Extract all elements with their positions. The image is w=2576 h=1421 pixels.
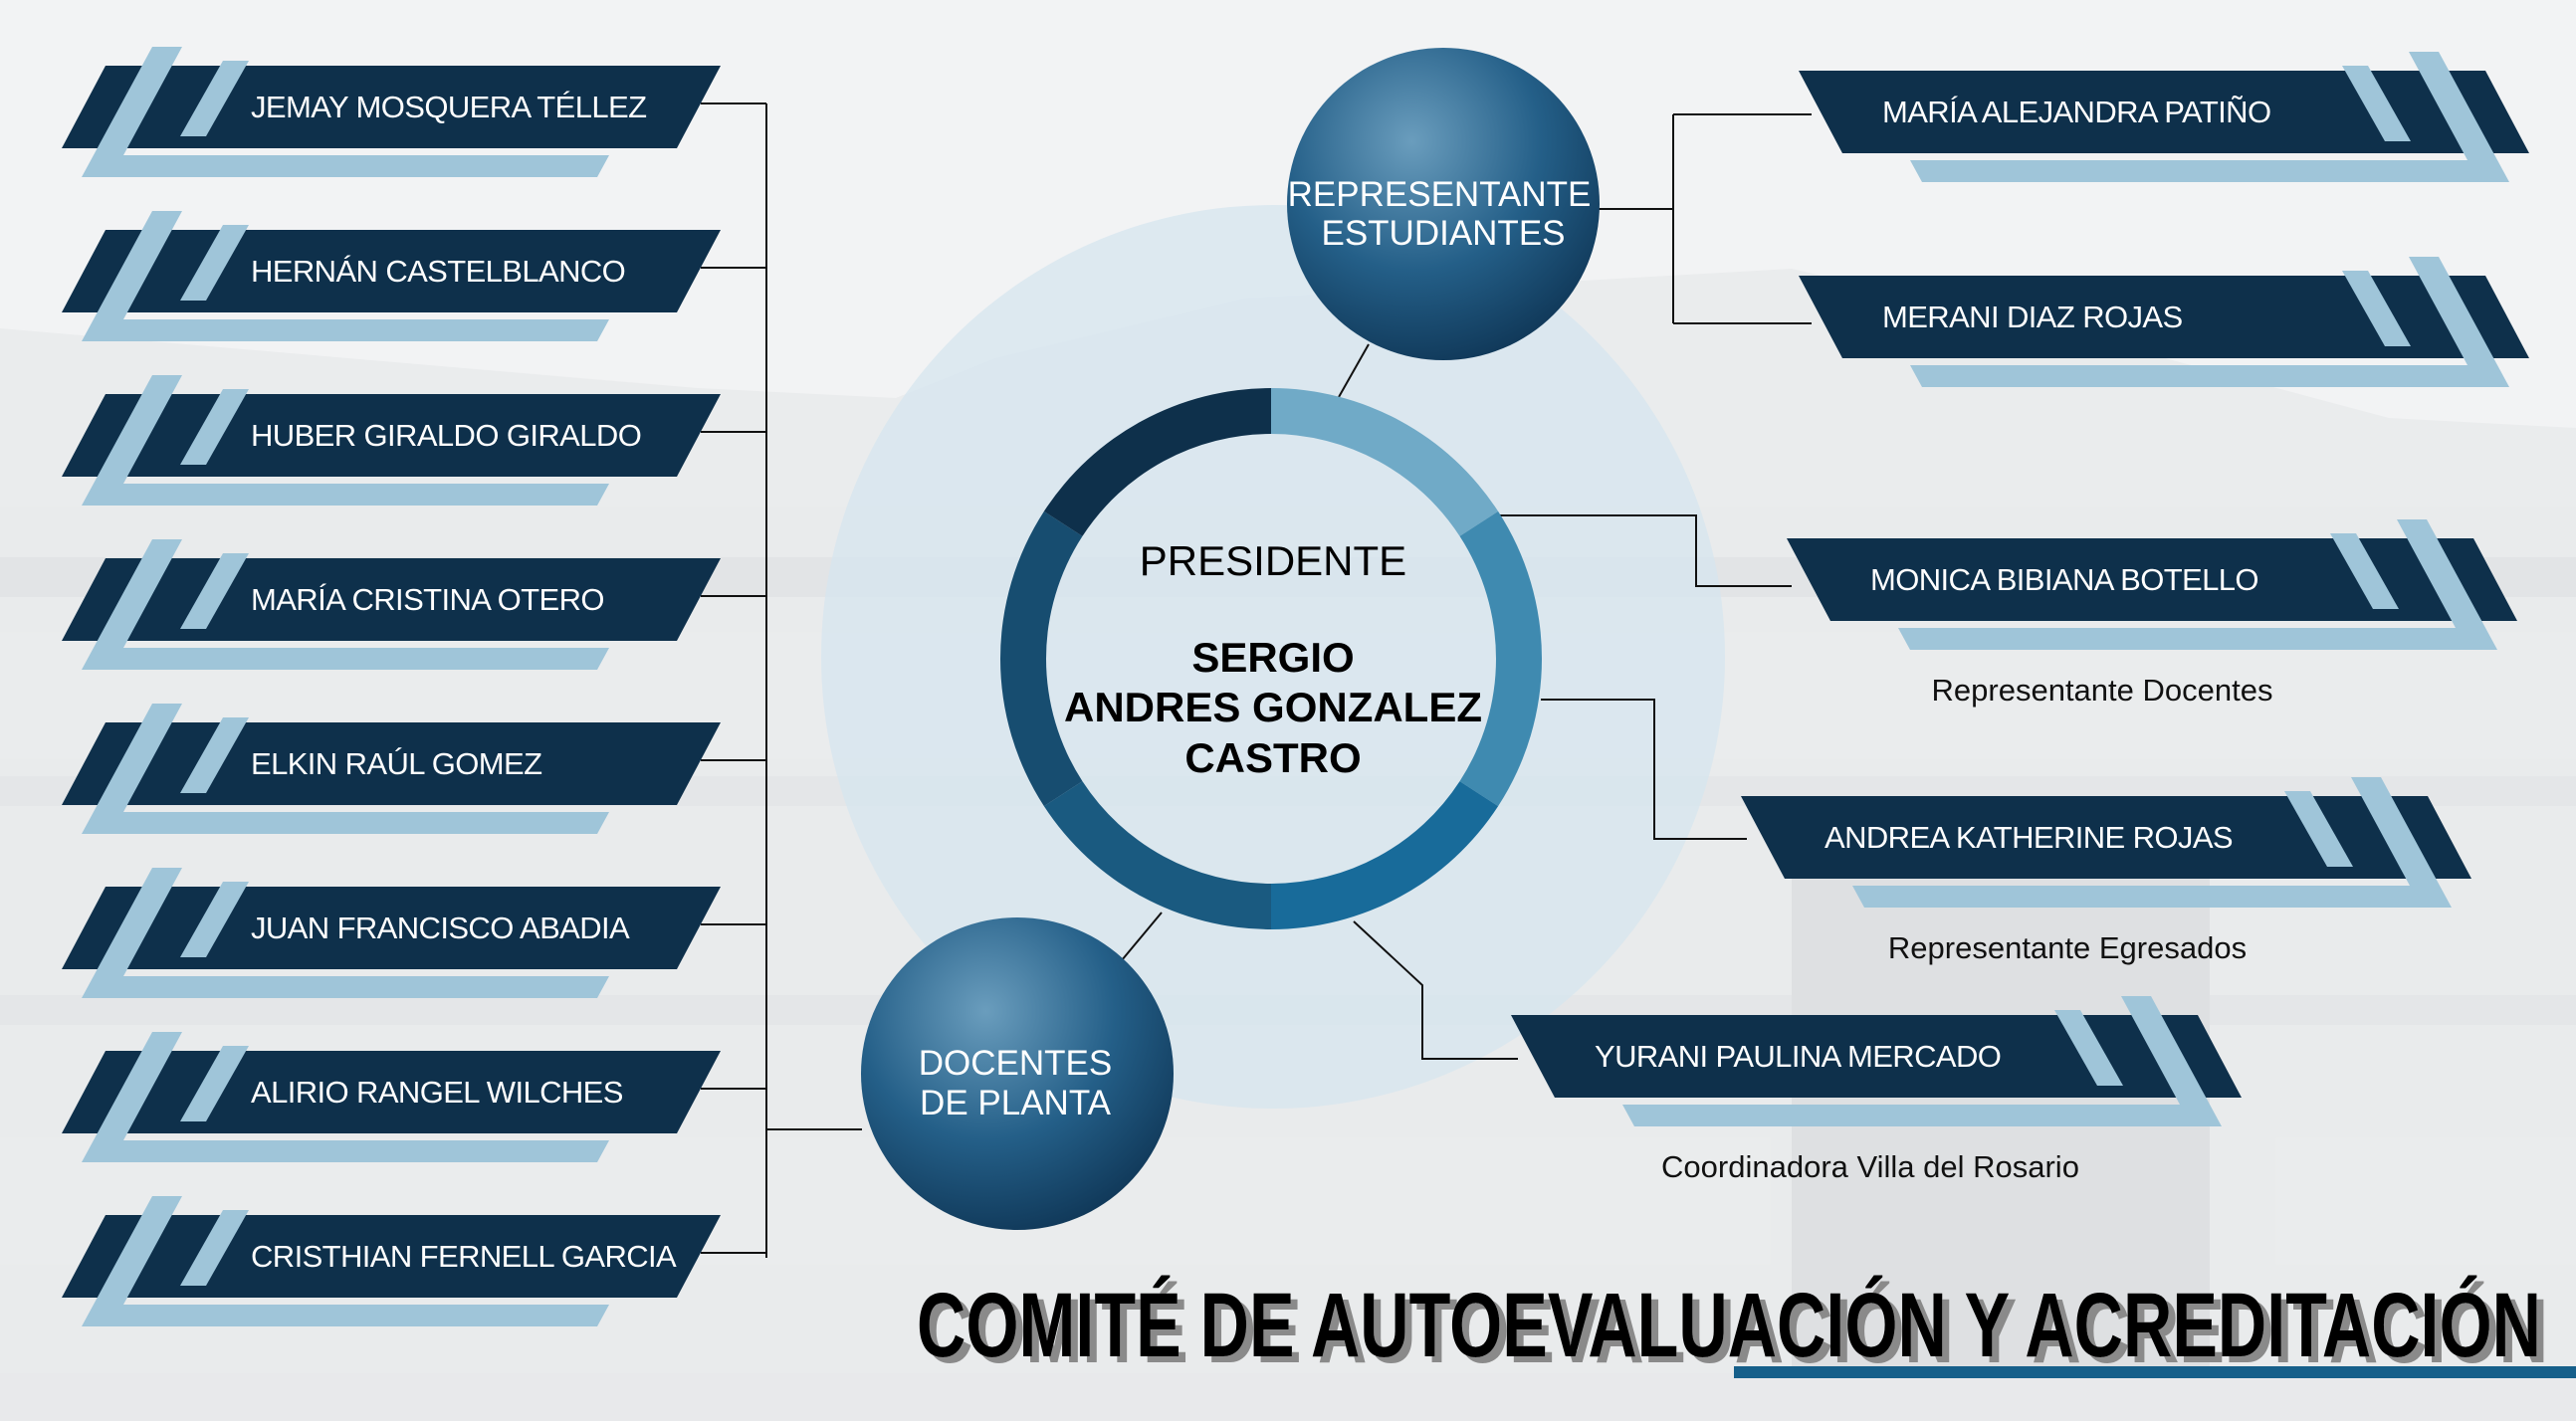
faculty-member-banner: CRISTHIAN FERNELL GARCIA — [62, 1196, 721, 1326]
ring-segment — [999, 510, 1083, 807]
faculty-member-banner: JEMAY MOSQUERA TÉLLEZ — [62, 47, 721, 177]
students-group-label: REPRESENTANTE — [1288, 175, 1592, 214]
connector-line — [1121, 912, 1163, 961]
connector-line — [1353, 920, 1518, 1060]
banner-slash-accent — [2330, 533, 2399, 609]
banner-bracket-accent — [82, 539, 609, 670]
ring-segment — [1271, 781, 1499, 929]
banner-band — [1799, 276, 2529, 358]
banner-bracket-accent — [82, 47, 609, 177]
member-role: Coordinadora Villa del Rosario — [1661, 1149, 2079, 1184]
connector-line — [1338, 343, 1370, 398]
ring-segment — [1271, 388, 1499, 536]
banner-bracket-accent — [82, 1032, 609, 1162]
banner-slash-accent — [2054, 1010, 2123, 1086]
president-name-line: CASTRO — [1184, 734, 1361, 781]
member-name: JEMAY MOSQUERA TÉLLEZ — [251, 90, 646, 124]
page-title: COMITÉ DE AUTOEVALUACIÓN Y ACREDITACIÓN — [917, 1274, 2576, 1378]
banner-bracket-accent — [1852, 777, 2452, 908]
connector-lines — [701, 102, 1812, 1258]
banner-bracket-accent — [82, 704, 609, 834]
member-name: MONICA BIBIANA BOTELLO — [1870, 562, 2258, 597]
banner-slash-accent — [2342, 66, 2411, 141]
banner-slash-accent — [180, 553, 249, 629]
faculty-member-banner: ALIRIO RANGEL WILCHES — [62, 1032, 721, 1162]
faculty-member-banner: JUAN FRANCISCO ABADIA — [62, 868, 721, 998]
member-name: CRISTHIAN FERNELL GARCIA — [251, 1239, 677, 1274]
banner-slash-accent — [2342, 271, 2411, 346]
member-name: HERNÁN CASTELBLANCO — [251, 254, 625, 289]
member-role: Representante Docentes — [1932, 673, 2273, 708]
banner-band — [1799, 71, 2529, 153]
banner-bracket-accent — [1910, 257, 2509, 387]
connector-line — [1498, 514, 1792, 587]
faculty-group-node: DOCENTES DE PLANTA — [861, 917, 1174, 1230]
student-rep-banner: MERANI DIAZ ROJAS — [1799, 257, 2529, 387]
faculty-member-banner: HUBER GIRALDO GIRALDO — [62, 375, 721, 506]
president-role: PRESIDENTE — [1140, 537, 1406, 584]
banner-slash-accent — [180, 61, 249, 136]
connector-line — [1541, 699, 1747, 840]
faculty-group-label: DOCENTES — [919, 1044, 1112, 1083]
banner-band — [1741, 796, 2471, 879]
title-underline-bar — [1734, 1366, 2576, 1378]
president-name-line: ANDRES GONZALEZ — [1064, 684, 1482, 730]
member-name: ELKIN RAÚL GOMEZ — [251, 746, 541, 781]
banner-slash-accent — [180, 225, 249, 301]
banner-slash-accent — [180, 1046, 249, 1121]
member-name: HUBER GIRALDO GIRALDO — [251, 418, 641, 453]
member-name: YURANI PAULINA MERCADO — [1595, 1039, 2001, 1074]
banner-slash-accent — [180, 389, 249, 465]
center-backdrop-circle — [821, 205, 1725, 1109]
member-banner: MONICA BIBIANA BOTELLO Representante Doce… — [1787, 519, 2517, 708]
faculty-group-circle — [861, 917, 1174, 1230]
students-group-node: REPRESENTANTE ESTUDIANTES — [1287, 48, 1600, 360]
banner-bracket-accent — [82, 868, 609, 998]
banner-band — [1787, 538, 2517, 621]
faculty-member-banner: MARÍA CRISTINA OTERO — [62, 539, 721, 670]
member-name: ANDREA KATHERINE ROJAS — [1825, 820, 2233, 855]
member-name: MARÍA CRISTINA OTERO — [251, 582, 604, 617]
students-group-label: ESTUDIANTES — [1321, 214, 1565, 253]
member-name: MARÍA ALEJANDRA PATIÑO — [1882, 95, 2270, 129]
member-name: ALIRIO RANGEL WILCHES — [251, 1075, 623, 1110]
member-banners: JEMAY MOSQUERA TÉLLEZ HERNÁN CASTELBLANCO… — [62, 47, 2529, 1326]
member-banner: ANDREA KATHERINE ROJAS Representante Egre… — [1741, 777, 2471, 965]
banner-bracket-accent — [82, 211, 609, 341]
banner-band — [1511, 1015, 2242, 1098]
president-ring — [999, 388, 1542, 929]
ring-segment — [1459, 510, 1542, 807]
banner-bracket-accent — [82, 1196, 609, 1326]
ring-segment — [1043, 388, 1271, 536]
banner-bracket-accent — [82, 375, 609, 506]
faculty-member-banner: HERNÁN CASTELBLANCO — [62, 211, 721, 341]
member-name: JUAN FRANCISCO ABADIA — [251, 911, 630, 945]
banner-bracket-accent — [1622, 996, 2222, 1126]
banner-slash-accent — [180, 717, 249, 793]
banner-bracket-accent — [1910, 52, 2509, 182]
student-rep-banner: MARÍA ALEJANDRA PATIÑO — [1799, 52, 2529, 182]
banner-slash-accent — [2284, 791, 2353, 867]
ring-segment — [1043, 781, 1271, 929]
page-title-text: COMITÉ DE AUTOEVALUACIÓN Y ACREDITACIÓN — [917, 1274, 2541, 1376]
member-banner: YURANI PAULINA MERCADO Coordinadora Villa… — [1511, 996, 2242, 1184]
banner-slash-accent — [180, 1210, 249, 1286]
students-group-circle — [1287, 48, 1600, 360]
member-name: MERANI DIAZ ROJAS — [1882, 300, 2183, 334]
member-role: Representante Egresados — [1888, 930, 2247, 965]
banner-slash-accent — [180, 882, 249, 957]
banner-bracket-accent — [1898, 519, 2497, 650]
faculty-member-banner: ELKIN RAÚL GOMEZ — [62, 704, 721, 834]
faculty-group-label: DE PLANTA — [920, 1084, 1112, 1122]
president-name-line: SERGIO — [1191, 634, 1354, 681]
